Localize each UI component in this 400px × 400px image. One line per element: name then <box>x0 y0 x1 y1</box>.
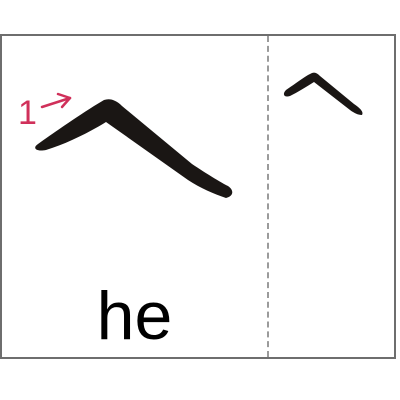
stroke-order-number: 1 <box>18 94 37 132</box>
dashed-divider <box>267 36 269 357</box>
stroke-illustration <box>35 72 363 198</box>
stroke-order-arrow-icon <box>40 92 72 109</box>
pinyin-label: he <box>96 278 173 354</box>
stroke-card: 1 he <box>0 34 396 359</box>
reference-stroke-shape <box>283 72 363 115</box>
main-stroke-shape <box>35 99 233 198</box>
